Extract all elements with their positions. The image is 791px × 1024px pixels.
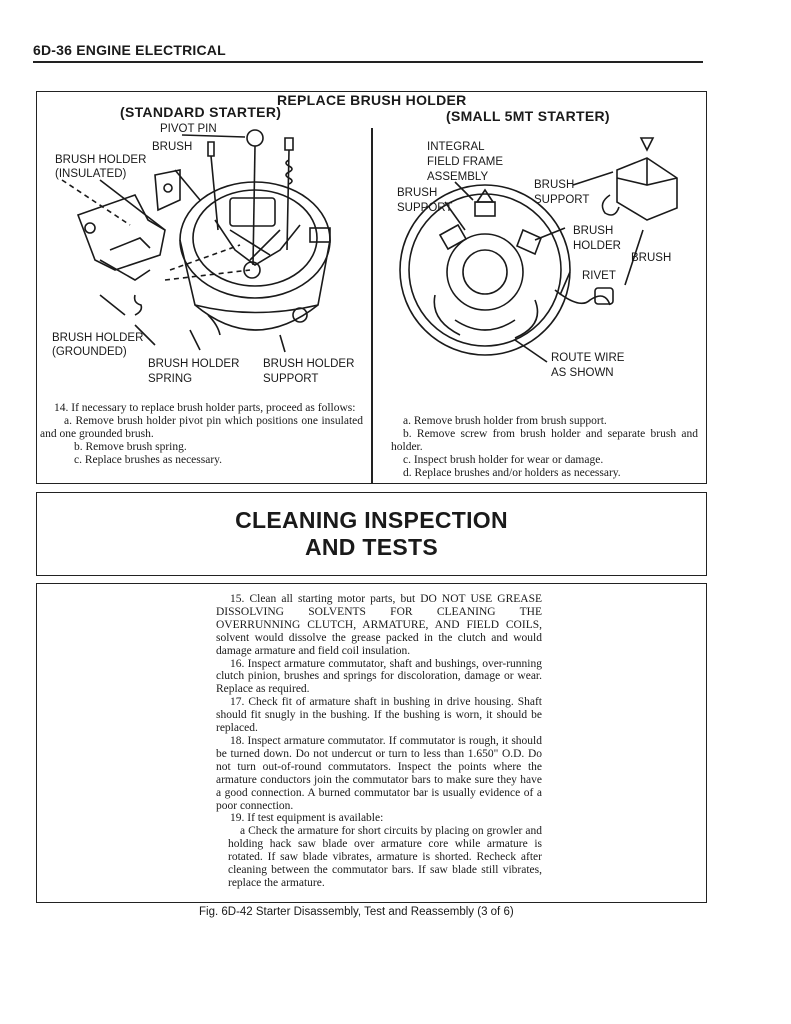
label-brush-right: BRUSH [631,252,672,264]
page-header: 6D-36 ENGINE ELECTRICAL [33,42,226,58]
label-route-wire: ROUTE WIRE [551,352,625,364]
cleaning-box [36,583,707,903]
step-b: b. Remove screw from brush holder and se… [391,428,698,453]
step-14a: a. Remove brush holder pivot pin which p… [40,415,363,440]
step-14: 14. If necessary to replace brush holder… [54,402,356,414]
left-instructions: 14. If necessary to replace brush holder… [40,402,363,467]
label-field-frame: FIELD FRAME [427,156,504,168]
step-14c: c. Replace brushes as necessary. [74,454,223,466]
label-assembly: ASSEMBLY [427,171,489,183]
label-brush-holder-insulated: BRUSH HOLDER [55,154,147,166]
step-a: a. Remove brush holder from brush suppor… [403,415,607,427]
label-insulated: (INSULATED) [55,168,127,180]
label-brush-holder-support: BRUSH HOLDER [263,358,355,370]
section-heading: CLEANING INSPECTION AND TESTS [36,507,707,561]
figure-title: REPLACE BRUSH HOLDER [277,92,467,108]
step-19: 19. If test equipment is available: [230,812,384,825]
small-5mt-starter-illustration [399,137,678,363]
figure-box [36,91,707,484]
left-subtitle: (STANDARD STARTER) [120,104,282,120]
label-as-shown: AS SHOWN [551,367,614,379]
label-support: SUPPORT [263,373,319,385]
label-holder-right: HOLDER [573,240,621,252]
step-d: d. Replace brushes and/or holders as nec… [403,467,621,479]
label-integral: INTEGRAL [427,141,485,153]
step-19a: a Check the armature for short circuits … [228,825,542,889]
step-18: 18. Inspect armature commutator. If comm… [216,734,542,812]
label-grounded: (GROUNDED) [52,346,127,358]
section-heading-box [36,492,707,576]
figure-caption: Fig. 6D-42 Starter Disassembly, Test and… [199,906,514,918]
right-subtitle: (SMALL 5MT STARTER) [446,108,610,124]
step-16: 16. Inspect armature commutator, shaft a… [216,657,542,696]
section-heading-line1: CLEANING INSPECTION [235,507,508,533]
label-rivet: RIVET [582,270,616,282]
figure-divider [371,128,373,483]
step-14b: b. Remove brush spring. [74,441,187,453]
label-brush-holder-grounded: BRUSH HOLDER [52,332,144,344]
label-brush-holder-right: BRUSH [573,225,614,237]
label-support-left: SUPPORT [397,202,453,214]
label-spring: SPRING [148,373,193,385]
label-support-right: SUPPORT [534,194,590,206]
label-pivot-pin: PIVOT PIN [160,123,217,135]
label-brush-support-right: BRUSH [534,179,575,191]
cleaning-text: 15. Clean all starting motor parts, but … [216,593,542,890]
step-c: c. Inspect brush holder for wear or dama… [403,454,604,466]
label-brush-support-left: BRUSH [397,187,438,199]
label-brush-holder-spring: BRUSH HOLDER [148,358,240,370]
section-heading-line2: AND TESTS [304,534,439,560]
step-15: 15. Clean all starting motor parts, but … [216,593,542,657]
step-17: 17. Check fit of armature shaft in bushi… [216,696,542,735]
right-instructions: a. Remove brush holder from brush suppor… [391,415,698,480]
header-rule [33,61,703,63]
label-brush: BRUSH [152,141,193,153]
standard-starter-illustration [61,129,331,353]
